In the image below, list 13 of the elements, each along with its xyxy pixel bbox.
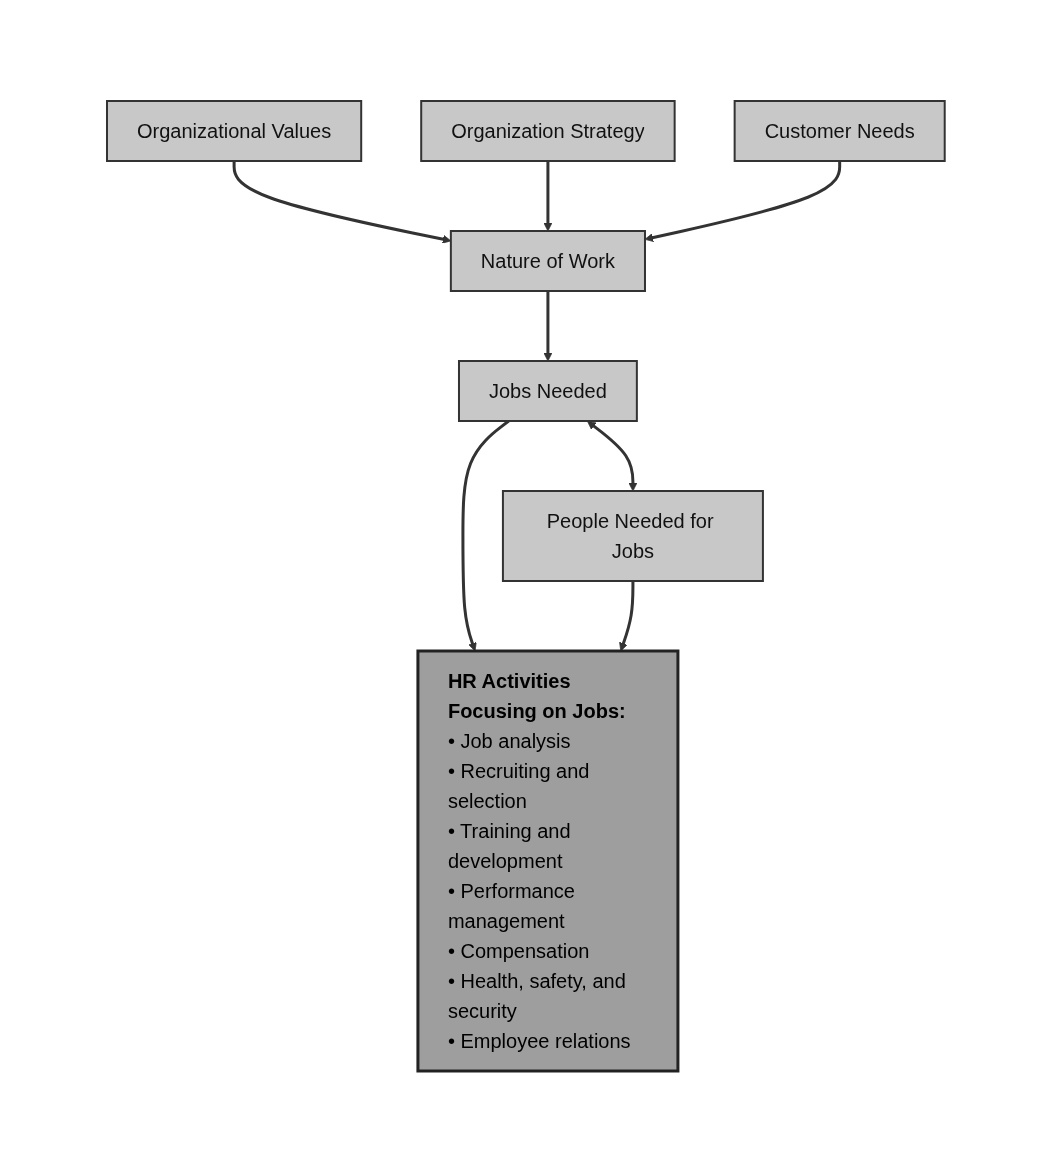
arrow (619, 580, 635, 651)
node-box: Jobs Needed (458, 359, 638, 422)
node-box: Organization Strategy (420, 99, 676, 162)
arrow (543, 160, 553, 231)
arrow (461, 419, 510, 651)
node-box: Organizational Values (106, 99, 363, 162)
arrow (543, 290, 553, 361)
node-box: HR Activities Focusing on Jobs: • Job analysis • Recruiting and selection • Training and development • Performance management • Compensation • Health, safety, and security • Employee relations (416, 649, 680, 1072)
node-box: Nature of Work (450, 229, 647, 292)
node-box: Customer Needs (733, 99, 946, 162)
arrow (232, 160, 452, 244)
arrow (587, 420, 638, 491)
node-box: People Needed for Jobs (502, 489, 765, 582)
